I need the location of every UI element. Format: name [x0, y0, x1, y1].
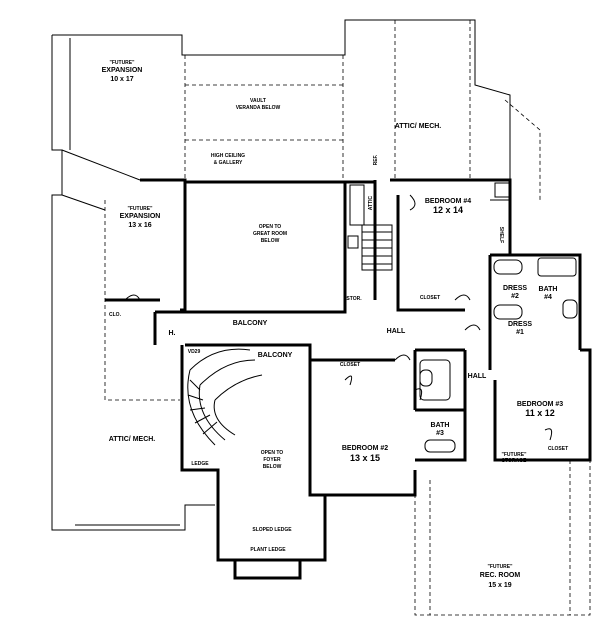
label-future-expansion-left: "FUTURE" EXPANSION 13 x 16	[120, 206, 161, 229]
label-hall-right: HALL	[468, 373, 487, 380]
svg-text:15 x 19: 15 x 19	[488, 582, 511, 589]
svg-text:BATH: BATH	[431, 422, 450, 429]
label-plant-ledge: PLANT LEDGE	[250, 547, 286, 553]
fixtures	[347, 182, 578, 453]
svg-text:11 x 12: 11 x 12	[525, 408, 555, 418]
svg-text:BEDROOM #2: BEDROOM #2	[342, 445, 388, 452]
label-future-rec-room: "FUTURE" REC. ROOM 15 x 19	[480, 564, 521, 589]
label-future-storage: "FUTURE" STORAGE	[501, 452, 527, 464]
svg-text:#2: #2	[511, 293, 519, 300]
svg-text:OPEN TO: OPEN TO	[259, 224, 282, 230]
label-shelf: SHELF	[498, 227, 504, 243]
label-h: H.	[169, 330, 176, 337]
label-attic-mech-left: ATTIC/ MECH.	[109, 436, 156, 443]
label-attic-mech-top: ATTIC/ MECH.	[395, 123, 442, 130]
svg-text:BEDROOM #4: BEDROOM #4	[425, 198, 471, 205]
label-bedroom-4: BEDROOM #4 12 x 14 CLOSET	[420, 198, 471, 301]
svg-text:"FUTURE": "FUTURE"	[487, 564, 513, 570]
svg-text:& GALLERY: & GALLERY	[214, 160, 243, 166]
svg-text:EXPANSION: EXPANSION	[120, 213, 161, 220]
svg-text:HIGH CEILING: HIGH CEILING	[211, 153, 245, 159]
svg-text:10 x 17: 10 x 17	[110, 76, 133, 83]
label-balcony-lower: BALCONY	[258, 352, 293, 359]
svg-text:DRESS: DRESS	[503, 285, 527, 292]
label-dress-2: DRESS #2	[503, 285, 527, 300]
svg-text:"FUTURE": "FUTURE"	[109, 60, 135, 66]
svg-text:#3: #3	[436, 430, 444, 437]
label-open-foyer: OPEN TO FOYER BELOW	[261, 450, 284, 470]
label-future-expansion-top: "FUTURE" EXPANSION 10 x 17	[102, 60, 143, 83]
label-vault: VAULT VERANDA BELOW	[236, 98, 281, 111]
label-dress-1: DRESS #1	[508, 321, 532, 336]
label-ledge: LEDGE	[191, 461, 209, 467]
main-stair	[187, 348, 263, 446]
label-bath-3: BATH #3	[431, 422, 450, 437]
svg-text:"FUTURE": "FUTURE"	[501, 452, 527, 458]
walls	[105, 178, 592, 580]
svg-text:BELOW: BELOW	[263, 464, 282, 470]
label-bedroom-3: BEDROOM #3 11 x 12 CLOSET	[517, 401, 568, 452]
label-clo: CLO.	[109, 312, 122, 318]
label-bedroom-2: BEDROOM #2 13 x 15	[342, 445, 388, 463]
door-swings	[124, 194, 553, 441]
svg-text:EXPANSION: EXPANSION	[102, 67, 143, 74]
svg-text:GREAT ROOM: GREAT ROOM	[253, 231, 287, 237]
svg-text:VERANDA BELOW: VERANDA BELOW	[236, 105, 281, 111]
label-attic-small: ATTIC	[368, 195, 374, 210]
label-ref: REF.	[373, 154, 379, 165]
svg-text:BELOW: BELOW	[261, 238, 280, 244]
svg-text:CLOSET: CLOSET	[548, 446, 568, 452]
svg-text:BATH: BATH	[539, 286, 558, 293]
svg-text:REC. ROOM: REC. ROOM	[480, 572, 521, 579]
svg-text:VAULT: VAULT	[250, 98, 266, 104]
label-vd: VD29	[188, 349, 201, 355]
svg-text:12 x 14: 12 x 14	[433, 205, 463, 215]
svg-text:BEDROOM #3: BEDROOM #3	[517, 401, 563, 408]
svg-text:STORAGE: STORAGE	[502, 458, 527, 464]
service-stair	[349, 184, 393, 271]
svg-text:FOYER: FOYER	[263, 457, 281, 463]
label-bath-4: BATH #4	[539, 286, 558, 301]
attic-outline	[51, 19, 591, 616]
label-closet-mid: CLOSET	[340, 362, 360, 368]
svg-text:13 x 15: 13 x 15	[350, 453, 380, 463]
label-stor: STOR.	[346, 296, 362, 302]
label-sloped-ledge: SLOPED LEDGE	[252, 527, 292, 533]
svg-text:CLOSET: CLOSET	[420, 295, 440, 301]
svg-text:#4: #4	[544, 294, 552, 301]
svg-text:13 x 16: 13 x 16	[128, 222, 151, 229]
label-balcony-top: BALCONY	[233, 320, 268, 327]
svg-text:#1: #1	[516, 329, 524, 336]
label-high-ceiling: HIGH CEILING & GALLERY	[211, 153, 245, 166]
svg-text:"FUTURE": "FUTURE"	[127, 206, 153, 212]
svg-text:OPEN TO: OPEN TO	[261, 450, 284, 456]
label-hall-center: HALL	[387, 328, 406, 335]
label-open-great-room: OPEN TO GREAT ROOM BELOW	[253, 224, 287, 244]
svg-text:DRESS: DRESS	[508, 321, 532, 328]
